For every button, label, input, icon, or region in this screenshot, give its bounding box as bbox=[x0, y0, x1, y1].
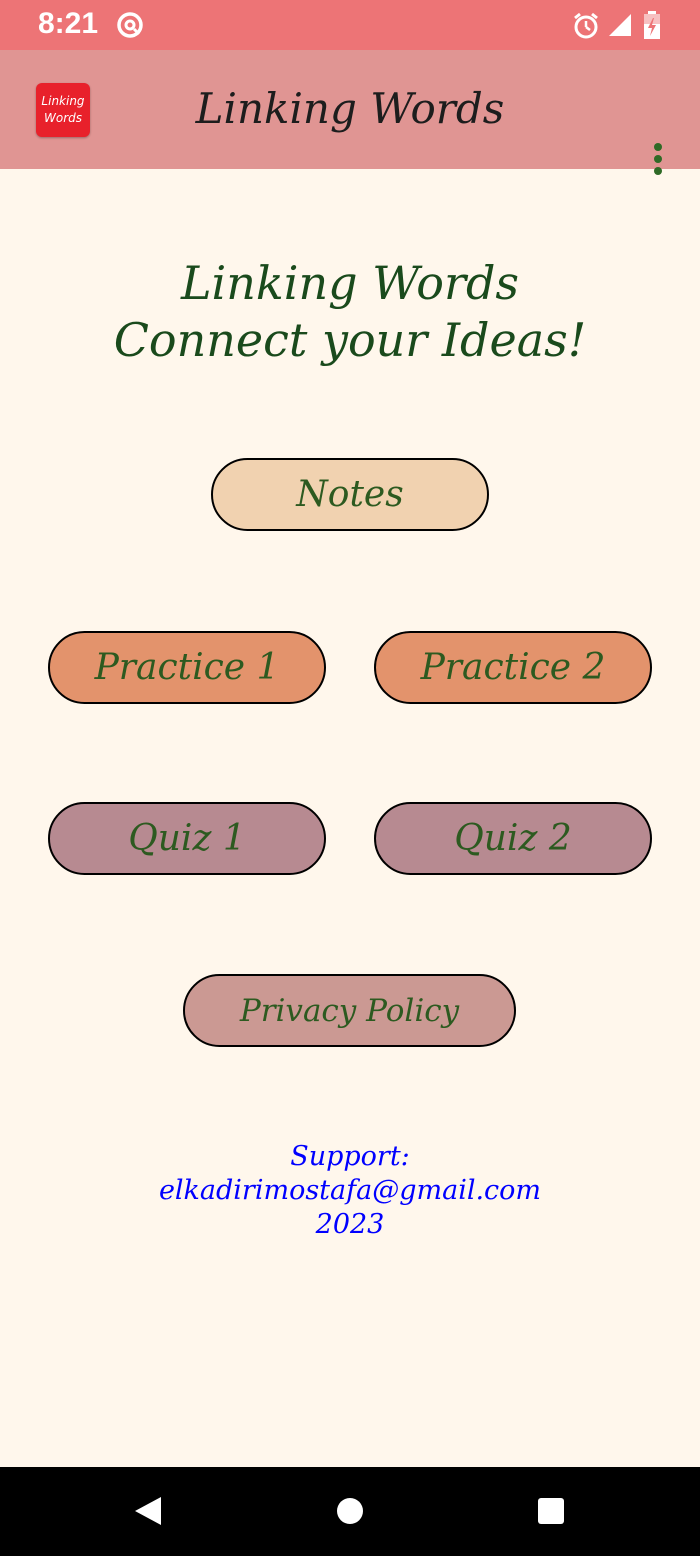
headline-line1: Linking Words bbox=[180, 256, 520, 310]
support-email[interactable]: elkadirimostafa@gmail.com bbox=[158, 1175, 542, 1206]
status-bar: 8:21 bbox=[0, 0, 700, 50]
recents-icon[interactable] bbox=[537, 1497, 565, 1529]
practice-2-button[interactable]: Practice 2 bbox=[374, 631, 652, 704]
practice-2-button-label: Practice 2 bbox=[420, 647, 606, 688]
alarm-icon bbox=[572, 12, 600, 44]
quiz-1-button[interactable]: Quiz 1 bbox=[48, 802, 326, 875]
privacy-policy-button[interactable]: Privacy Policy bbox=[183, 974, 516, 1047]
support-label: Support: bbox=[290, 1141, 410, 1172]
quiz-2-button[interactable]: Quiz 2 bbox=[374, 802, 652, 875]
status-time: 8:21 bbox=[38, 7, 99, 40]
at-sign-icon bbox=[115, 10, 145, 44]
support-info: Support: elkadirimostafa@gmail.com 2023 bbox=[0, 1140, 700, 1242]
notes-button[interactable]: Notes bbox=[211, 458, 489, 531]
headline-line2: Connect your Ideas! bbox=[113, 313, 587, 367]
practice-1-button[interactable]: Practice 1 bbox=[48, 631, 326, 704]
app-logo-text-line1: Linking bbox=[41, 94, 85, 108]
quiz-2-button-label: Quiz 2 bbox=[454, 818, 572, 859]
headline: Linking Words Connect your Ideas! bbox=[0, 255, 700, 369]
app-title: Linking Words bbox=[195, 84, 505, 133]
app-logo: Linking Words bbox=[36, 83, 90, 137]
privacy-policy-button-label: Privacy Policy bbox=[239, 992, 460, 1029]
more-vert-icon[interactable] bbox=[648, 142, 668, 178]
quiz-1-button-label: Quiz 1 bbox=[128, 818, 246, 859]
practice-1-button-label: Practice 1 bbox=[94, 647, 280, 688]
back-icon[interactable] bbox=[133, 1495, 163, 1531]
app-bar: Linking Words bbox=[0, 50, 700, 175]
navigation-bar bbox=[0, 1467, 700, 1556]
home-icon[interactable] bbox=[336, 1497, 364, 1529]
notes-button-label: Notes bbox=[296, 474, 404, 515]
signal-icon bbox=[607, 12, 633, 42]
app-logo-text-line2: Words bbox=[43, 111, 82, 125]
battery-charging-icon bbox=[643, 10, 661, 44]
copyright-year: 2023 bbox=[315, 1209, 385, 1240]
